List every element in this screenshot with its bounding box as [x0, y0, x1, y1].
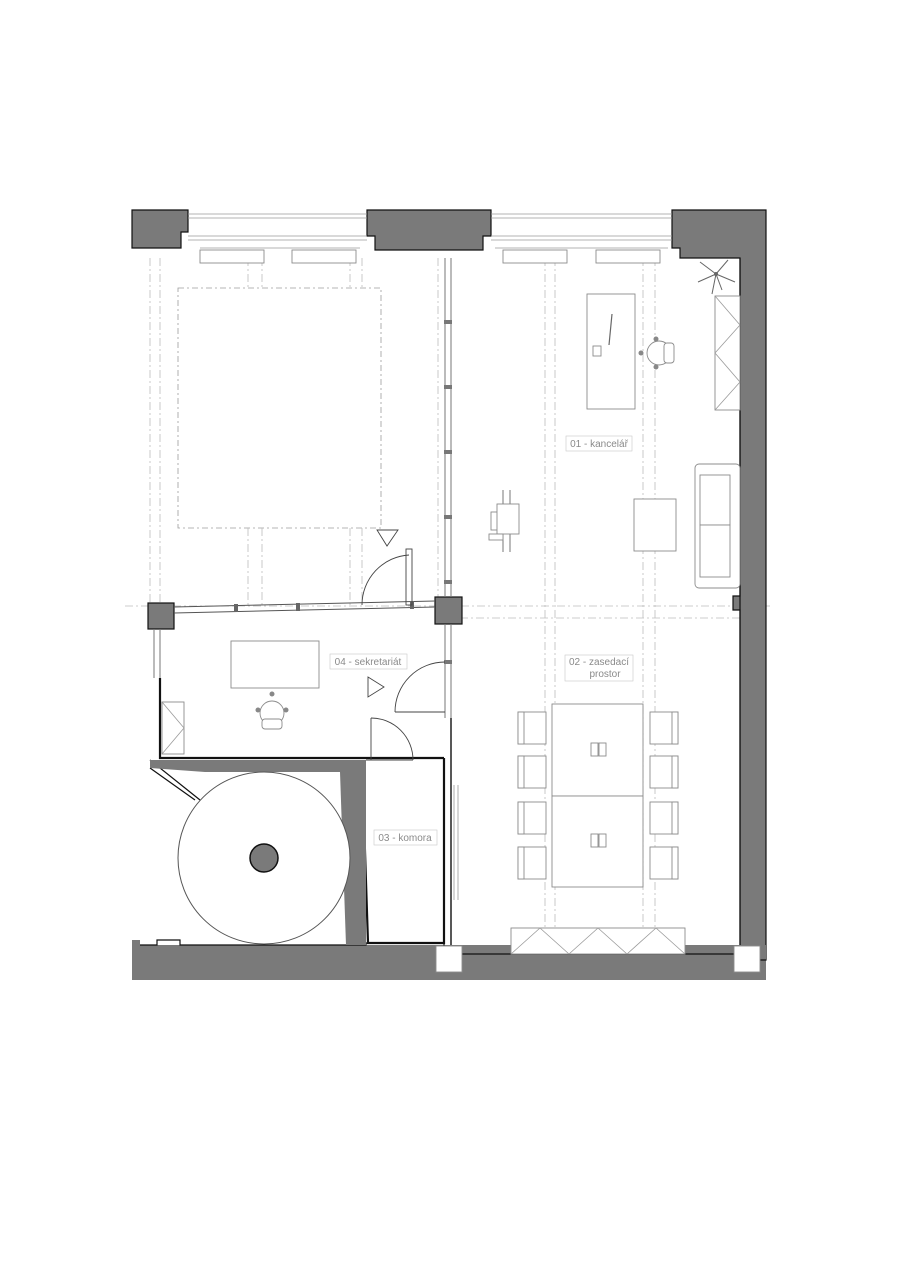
room-02 — [450, 703, 686, 955]
label-03: 03 - komora — [373, 829, 438, 846]
room-03-label: 03 - komora — [378, 833, 432, 844]
label-01: 01 - kancelář — [565, 435, 633, 452]
sofa-icon — [694, 463, 741, 589]
label-04: 04 - sekretariát — [329, 653, 408, 670]
chair-icon — [517, 711, 679, 880]
room-04 — [158, 640, 446, 760]
room-01 — [488, 259, 741, 589]
room-02-label-line2: prostor — [589, 669, 621, 680]
glass-partition — [153, 258, 452, 718]
door-left-room — [361, 529, 413, 606]
office-chair-icon — [255, 691, 289, 730]
room-labels: 01 - kancelář 02 - zasedací prostor 03 -… — [329, 435, 634, 846]
room-04-label: 04 - sekretariát — [335, 657, 402, 668]
room-01-label: 01 - kancelář — [570, 439, 628, 450]
label-02: 02 - zasedací prostor — [564, 654, 634, 682]
room-02-label-line1: 02 - zasedací — [569, 657, 629, 668]
side-table-icon — [488, 490, 520, 552]
plant-icon — [697, 259, 736, 295]
spiral-staircase — [149, 759, 360, 945]
office-chair-icon — [638, 336, 675, 370]
